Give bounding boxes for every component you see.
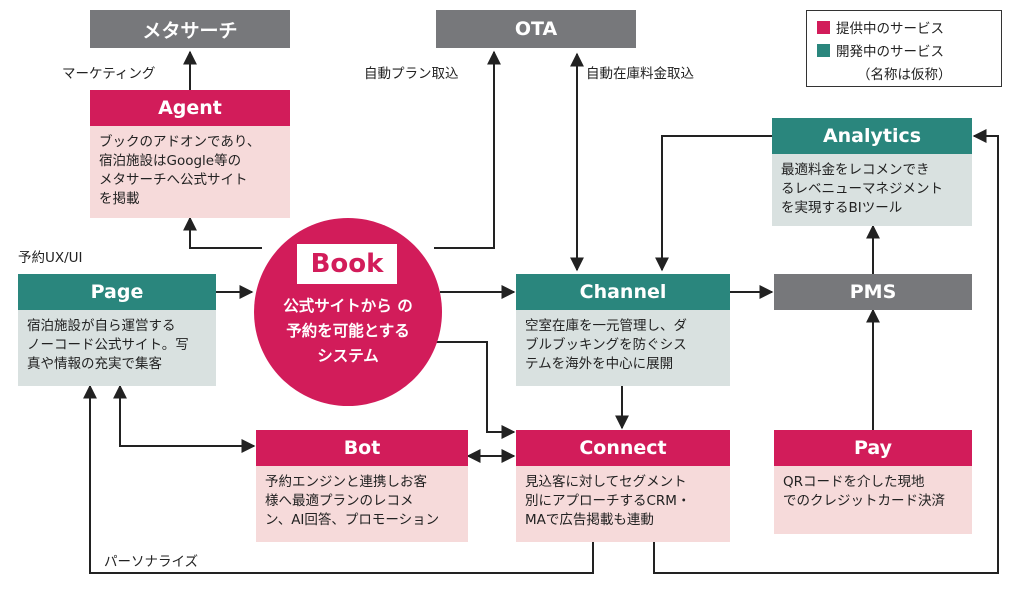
agent-title: Agent xyxy=(90,90,290,126)
legend-developing-swatch xyxy=(817,43,830,57)
pay-description: QRコードを介した現地 でのクレジットカード決済 xyxy=(774,466,972,534)
pay-title: Pay xyxy=(774,430,972,466)
connect-description: 見込客に対してセグメント 別にアプローチするCRM・ MAで広告掲載も連動 xyxy=(516,466,730,542)
arrow-book-ota xyxy=(434,50,501,249)
channel-description: 空室在庫を一元管理し、ダ ブルブッキングを防ぐシス テムを海外を中心に展開 xyxy=(516,310,730,386)
arrow-book-connect xyxy=(432,341,516,439)
ota-node: OTA xyxy=(436,10,636,48)
label-reservation-ux: 予約UX/UI xyxy=(18,250,83,266)
legend: 提供中のサービス 開発中のサービス （名称は仮称） xyxy=(806,10,1002,87)
arrow-personalize xyxy=(83,384,594,574)
label-auto-inventory: 自動在庫料金取込 xyxy=(586,66,694,82)
bot-description: 予約エンジンと連携しお客 様へ最適プランのレコメ ン、AI回答、プロモーション xyxy=(256,466,468,542)
legend-provided-swatch xyxy=(817,20,830,34)
page-description: 宿泊施設が自ら運営する ノーコード公式サイト。写 真や情報の充実で集客 xyxy=(18,310,216,386)
label-marketing: マーケティング xyxy=(62,66,156,82)
legend-provided-label: 提供中のサービス xyxy=(836,21,944,37)
arrow-page-bot xyxy=(113,384,256,453)
analytics-title: Analytics xyxy=(772,118,972,154)
label-personalize: パーソナライズ xyxy=(104,554,199,570)
metasearch-node: メタサーチ xyxy=(90,10,290,48)
arrow-connect-analytics xyxy=(653,129,999,574)
arrow-analytics-channel xyxy=(655,135,772,272)
page-title: Page xyxy=(18,274,216,310)
legend-note: （名称は仮称） xyxy=(857,67,952,83)
label-auto-plan: 自動プラン取込 xyxy=(364,66,459,82)
book-title: Book xyxy=(297,244,397,284)
pms-node: PMS xyxy=(774,274,972,310)
legend-developing-label: 開発中のサービス xyxy=(836,44,944,60)
connect-title: Connect xyxy=(516,430,730,466)
agent-description: ブックのアドオンであり、 宿泊施設はGoogle等の メタサーチへ公式サイト を… xyxy=(90,126,290,218)
channel-title: Channel xyxy=(516,274,730,310)
arrow-book-agent xyxy=(183,216,262,249)
analytics-description: 最適料金をレコメンでき るレベニューマネジメント を実現するBIツール xyxy=(772,154,972,226)
book-description: 公式サイトから の 予約を可能とする システム xyxy=(283,297,413,365)
bot-title: Bot xyxy=(256,430,468,466)
